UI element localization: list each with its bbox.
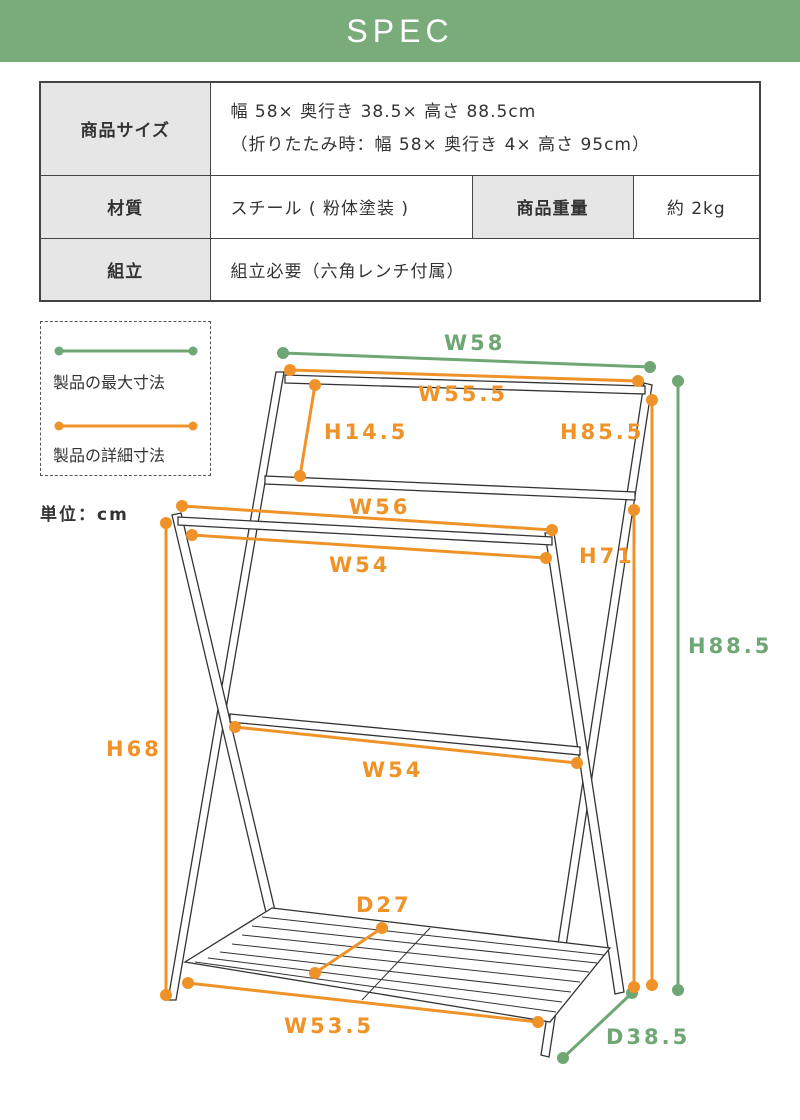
back-middle-rail [264, 475, 636, 501]
size-label: 商品サイズ [39, 81, 211, 176]
assembly-value: 組立必要（六角レンチ付属） [209, 237, 761, 302]
size-line-1: 幅 58× 奥行き 38.5× 高さ 88.5cm [230, 101, 537, 122]
label-w54-top: W54 [329, 553, 390, 577]
label-h88-5: H88.5 [688, 634, 772, 658]
shelf [183, 907, 612, 1023]
size-line-2: （折りたたみ時：幅 58× 奥行き 4× 高さ 95cm） [230, 134, 650, 155]
shelf-slats [194, 916, 605, 1013]
back-right-leg [540, 382, 653, 1058]
spec-table: 商品サイズ 幅 58× 奥行き 38.5× 高さ 88.5cm （折りたたみ時：幅… [39, 81, 761, 302]
label-h14-5: H14.5 [324, 420, 408, 444]
legend-max-line [54, 346, 198, 356]
assembly-label: 組立 [39, 237, 211, 302]
detail-dimension-lines [160, 364, 658, 1028]
label-w56: W56 [349, 495, 410, 519]
label-d27: D27 [356, 893, 412, 917]
front-right-leg [544, 532, 625, 995]
label-h85-5: H85.5 [560, 420, 644, 444]
front-left-leg [171, 512, 283, 943]
weight-value: 約 2kg [632, 174, 761, 239]
label-h71: H71 [579, 544, 635, 568]
legend-max-label: 製品の最大寸法 [53, 373, 166, 392]
page-title: SPEC [0, 0, 800, 62]
legend-detail-label: 製品の詳細寸法 [53, 446, 166, 465]
legend: 製品の最大寸法 製品の詳細寸法 [40, 321, 211, 476]
front-top-rail [177, 516, 553, 546]
label-w54-lower: W54 [362, 758, 423, 782]
label-d38-5: D38.5 [606, 1025, 690, 1049]
unit-label: 単位：cm [40, 505, 129, 525]
size-value: 幅 58× 奥行き 38.5× 高さ 88.5cm （折りたたみ時：幅 58× 奥… [209, 81, 761, 176]
weight-label: 商品重量 [471, 174, 634, 239]
rack-frame [167, 371, 653, 1058]
label-w58: W58 [444, 331, 505, 355]
label-w55-5: W55.5 [418, 382, 508, 406]
back-top-rail [284, 374, 646, 395]
legend-detail-line [54, 421, 198, 431]
label-w53-5: W53.5 [284, 1014, 374, 1038]
material-value: スチール ( 粉体塗装 ) [209, 174, 473, 239]
label-h68: H68 [106, 737, 162, 761]
material-label: 材質 [39, 174, 211, 239]
front-lower-rail [229, 713, 581, 756]
max-dimension-lines [277, 347, 684, 1064]
